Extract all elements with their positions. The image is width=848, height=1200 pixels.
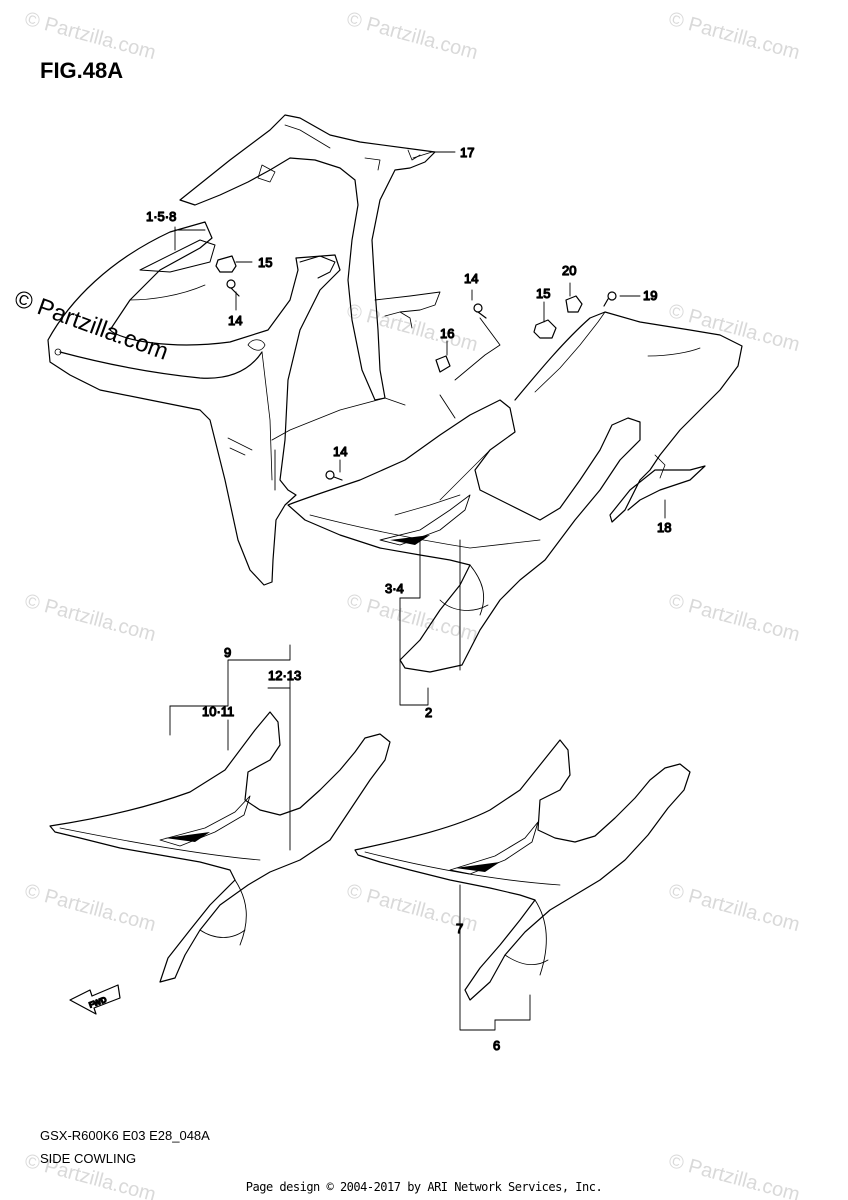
upper-side-cowling-part[interactable] bbox=[47, 221, 341, 586]
callout-14a[interactable]: 14 bbox=[227, 312, 243, 328]
callout-12-13[interactable]: 12·13 bbox=[267, 667, 301, 683]
figure-title: FIG.48A bbox=[40, 58, 124, 83]
callout-7[interactable]: 7 bbox=[455, 920, 463, 936]
fastener-16[interactable] bbox=[435, 355, 451, 373]
callout-16[interactable]: 16 bbox=[439, 325, 455, 341]
leader-lines bbox=[169, 151, 666, 1031]
callout-1-5-8[interactable]: 1·5·8 bbox=[145, 208, 177, 224]
callout-9[interactable]: 9 bbox=[223, 644, 231, 660]
callout-18[interactable]: 18 bbox=[656, 519, 672, 535]
middle-cowling-part[interactable] bbox=[287, 399, 641, 673]
callout-6[interactable]: 6 bbox=[492, 1037, 500, 1053]
fastener-nut-15a[interactable] bbox=[215, 255, 237, 273]
callout-2[interactable]: 2 bbox=[424, 704, 432, 720]
section-name: SIDE COWLING bbox=[40, 1151, 137, 1166]
lower-cowling-right-part[interactable] bbox=[354, 739, 691, 1001]
callout-17[interactable]: 17 bbox=[459, 144, 475, 160]
fastener-screw-19[interactable] bbox=[603, 291, 617, 307]
callout-20[interactable]: 20 bbox=[561, 262, 577, 278]
lower-cowling-left-part[interactable] bbox=[49, 711, 391, 983]
callout-10-11[interactable]: 10·11 bbox=[201, 703, 234, 719]
callout-15a[interactable]: 15 bbox=[257, 254, 273, 270]
inner-panel-part-17[interactable] bbox=[179, 114, 441, 401]
inner-panel-part-18[interactable] bbox=[514, 311, 743, 523]
callout-3-4[interactable]: 3·4 bbox=[384, 580, 404, 596]
model-code: GSX-R600K6 E03 E28_048A bbox=[40, 1128, 210, 1143]
fwd-arrow-icon bbox=[69, 984, 121, 1015]
callout-14b[interactable]: 14 bbox=[463, 270, 479, 286]
fastener-nut-15b[interactable] bbox=[533, 319, 557, 339]
callout-15b[interactable]: 15 bbox=[535, 285, 551, 301]
fastener-screw-14c[interactable] bbox=[325, 470, 343, 481]
callout-19[interactable]: 19 bbox=[642, 287, 658, 303]
callout-14c[interactable]: 14 bbox=[332, 443, 348, 459]
fastener-screw-14b[interactable] bbox=[473, 303, 487, 319]
fastener-screw-14a[interactable] bbox=[226, 279, 240, 297]
fastener-20[interactable] bbox=[565, 295, 583, 313]
footer-copyright: Page design © 2004-2017 by ARI Network S… bbox=[245, 1180, 603, 1194]
